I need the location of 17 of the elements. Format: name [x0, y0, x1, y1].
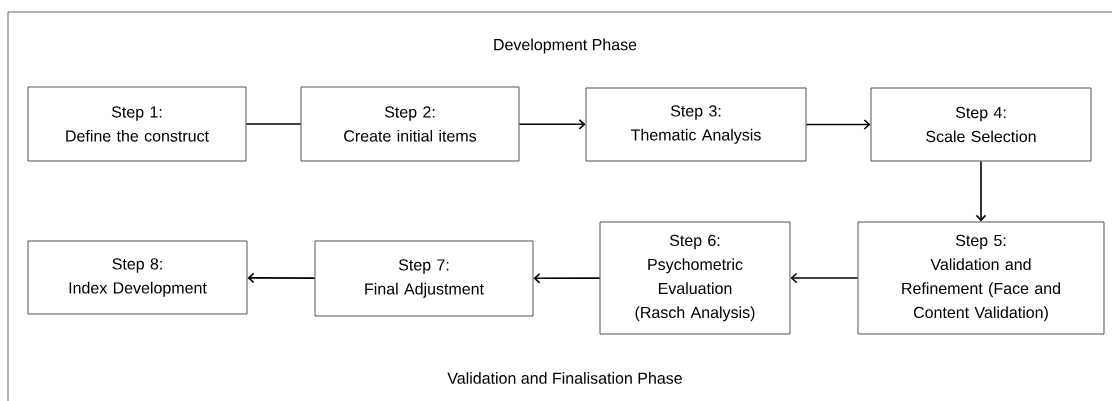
- arrow: [247, 272, 316, 284]
- arrow: [805, 119, 871, 130]
- connector-line: [245, 123, 302, 125]
- process-box: Step 5: Validation and Refinement (Face and Content Validation): [857, 221, 1105, 335]
- process-box: Step 7: Final Adjustment: [314, 240, 534, 317]
- phase-title: Development Phase: [494, 38, 637, 54]
- arrow: [790, 272, 859, 284]
- process-box: Step 4: Scale Selection: [870, 87, 1092, 162]
- process-box: Step 8: Index Development: [27, 240, 248, 315]
- arrow: [533, 272, 601, 284]
- phase-title: Validation and Finalisation Phase: [447, 372, 682, 384]
- process-box: Step 3: Thematic Analysis: [585, 87, 807, 162]
- process-box: Step 6: Psychometric Evaluation (Rasch Analysis): [599, 221, 791, 335]
- process-box: Step 2: Create initial items: [300, 86, 520, 162]
- process-box: Step 1: Define the construct: [27, 86, 247, 162]
- arrow: [518, 119, 586, 130]
- arrow: [975, 160, 987, 222]
